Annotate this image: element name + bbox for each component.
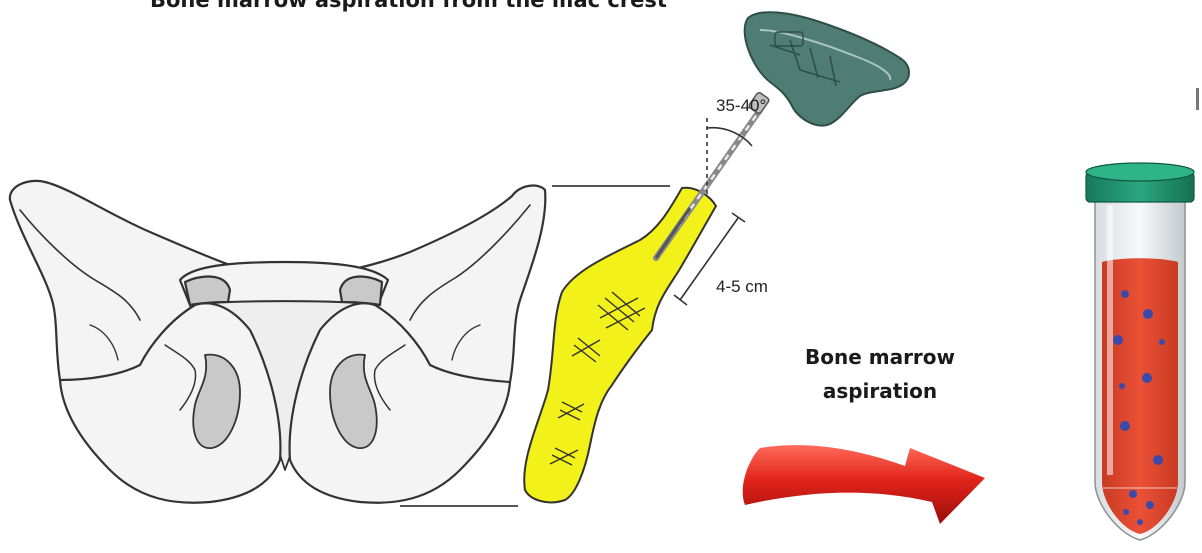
pelvis-icon — [10, 181, 545, 503]
figure-caption-top: Bone marrow aspiration from the iliac cr… — [150, 0, 667, 12]
arrow-right-icon — [743, 445, 985, 524]
test-tube-icon — [1086, 163, 1194, 540]
depth-label: 4-5 cm — [716, 277, 768, 296]
angle-label: 35-40° — [716, 96, 766, 115]
edge-mark — [1196, 88, 1199, 110]
iliac-crest-section — [524, 188, 716, 503]
process-label-line2: aspiration — [823, 379, 937, 403]
process-label-line1: Bone marrow — [805, 345, 955, 369]
